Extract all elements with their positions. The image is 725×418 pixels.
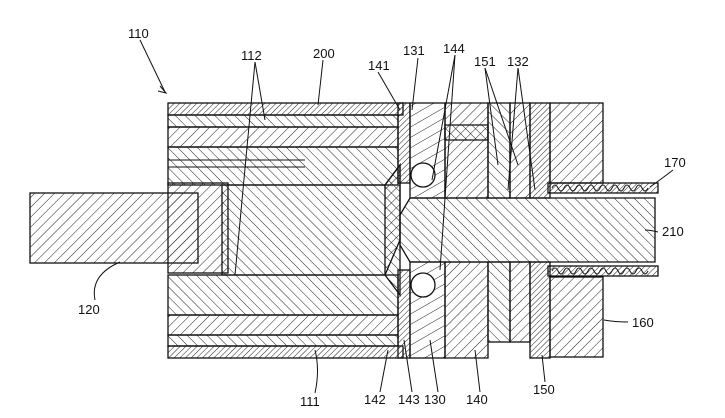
label-112: 112 — [241, 48, 262, 63]
label-150: 150 — [533, 382, 555, 397]
label-131: 131 — [403, 43, 425, 58]
ball-upper — [410, 162, 436, 188]
label-132: 132 — [507, 54, 529, 69]
end-cap-160-bottom — [549, 276, 604, 358]
spring-coils-bottom — [551, 267, 649, 275]
body-140-top — [444, 102, 489, 199]
housing-111-top-layer3 — [167, 146, 399, 186]
label-141: 141 — [368, 58, 390, 73]
shaft-collar — [167, 182, 229, 274]
ball-lower — [410, 272, 436, 298]
ring-141-top — [397, 102, 411, 184]
end-cap-160-top — [549, 102, 604, 184]
label-142: 142 — [364, 392, 386, 407]
housing-111-bottom-layer1 — [167, 274, 399, 316]
body-140-bottom — [444, 261, 489, 359]
bearing-170-top — [547, 182, 659, 194]
body-140-step — [444, 124, 489, 141]
label-160: 160 — [632, 315, 654, 330]
housing-111-top-layer2 — [167, 126, 399, 148]
plate-132-bottom — [509, 261, 531, 343]
label-144: 144 — [443, 41, 465, 56]
housing-111-bottom-layer3 — [167, 334, 399, 347]
housing-111-bottom-layer2 — [167, 314, 399, 336]
output-shaft-210 — [399, 197, 656, 263]
reference-labels: 110 112 200 141 131 144 151 132 170 210 … — [78, 26, 686, 409]
spring-coils-top — [551, 184, 649, 192]
outer-sleeve-200-top — [167, 102, 404, 116]
label-210: 210 — [662, 224, 684, 239]
bearing-170-bottom — [547, 265, 659, 277]
label-200: 200 — [313, 46, 335, 61]
leader-lines — [93, 39, 674, 394]
label-130: 130 — [424, 392, 446, 407]
plunger-112 — [221, 163, 401, 297]
plate-151-bottom — [487, 261, 511, 343]
label-120: 120 — [78, 302, 100, 317]
label-111: 111 — [300, 394, 320, 409]
label-110: 110 — [128, 26, 149, 41]
label-143: 143 — [398, 392, 420, 407]
ring-143-bottom — [397, 269, 411, 359]
label-140: 140 — [466, 392, 488, 407]
label-170: 170 — [664, 155, 686, 170]
housing-111-top-layer1 — [167, 114, 399, 128]
label-151: 151 — [474, 54, 496, 69]
sleeve-150-bottom — [529, 261, 551, 359]
outer-sleeve-200-bottom — [167, 345, 404, 359]
sleeve-150-top — [529, 102, 551, 199]
